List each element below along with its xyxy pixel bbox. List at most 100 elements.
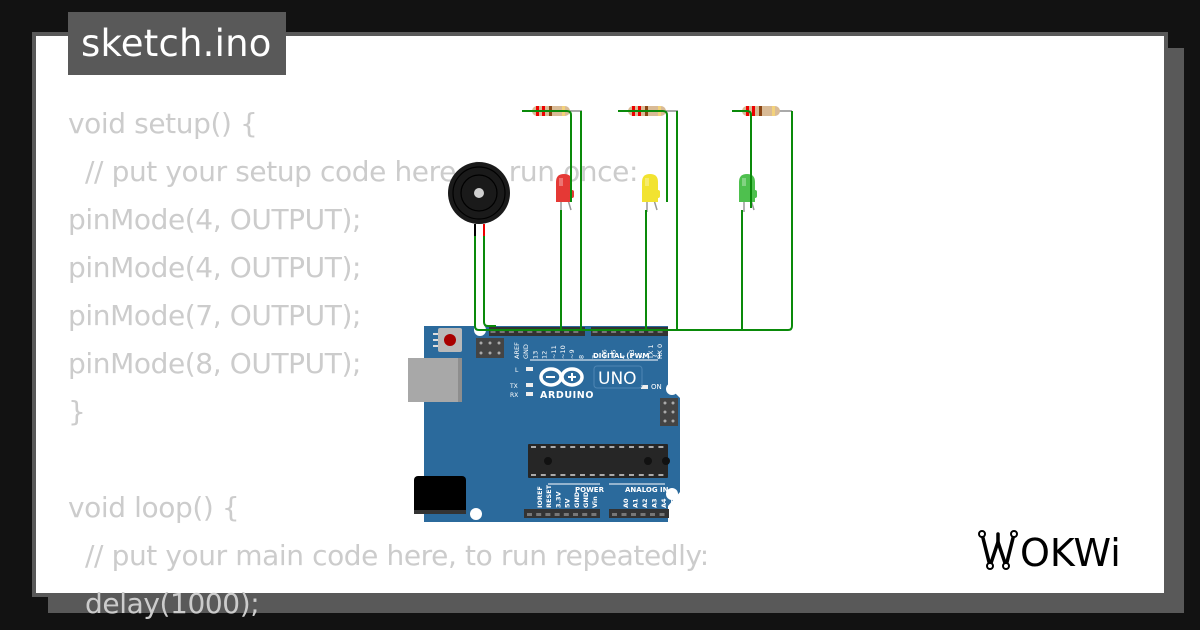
analog-pin-label: A3: [651, 498, 659, 508]
led-rx-label: RX: [510, 392, 518, 399]
pin-socket[interactable]: [582, 513, 588, 516]
icsp-header-right: [660, 398, 678, 426]
digital-pin-label: ~3: [628, 349, 636, 359]
pin-socket[interactable]: [620, 330, 626, 333]
icsp-header-top: [476, 338, 504, 358]
reset-button[interactable]: [433, 328, 462, 352]
wire-yellow-resistor: [618, 110, 668, 202]
mount-hole: [470, 508, 482, 520]
digital-pin-label: RX 0: [656, 344, 664, 359]
code-line[interactable]: void loop() {: [68, 491, 240, 524]
digital-pin-label: ~6: [600, 349, 608, 359]
wire-buzzer-gnd: [474, 236, 585, 331]
code-line[interactable]: // put your setup code here, to run once…: [68, 155, 639, 188]
pin-socket[interactable]: [611, 330, 617, 333]
pin-socket[interactable]: [657, 330, 663, 333]
code-line[interactable]: pinMode(7, OUTPUT);: [68, 299, 362, 332]
power-header: [524, 509, 600, 518]
led-on: [641, 385, 648, 389]
wire-green-resistor: [732, 110, 752, 208]
analog-pin-label: A0: [622, 498, 630, 508]
pin-socket[interactable]: [573, 513, 578, 516]
digital-header-right: [591, 327, 668, 336]
code-card: void setup() { // put your setup code he…: [32, 32, 1168, 620]
power-pin-label: GND: [582, 491, 590, 508]
digital-pin-label: 7: [591, 355, 599, 359]
power-pin-label: GND: [573, 491, 581, 508]
digital-pin-label: AREF: [513, 342, 521, 359]
pin-socket[interactable]: [659, 513, 665, 516]
analog-pin-label: A5: [670, 498, 678, 508]
code-line[interactable]: }: [68, 395, 86, 428]
code-line[interactable]: pinMode(4, OUTPUT);: [68, 203, 362, 236]
pin-socket[interactable]: [563, 513, 569, 516]
wires: [474, 110, 793, 331]
pin-socket[interactable]: [621, 513, 627, 516]
pin-socket[interactable]: [591, 513, 597, 516]
led-l: [526, 367, 533, 371]
pin-socket[interactable]: [518, 330, 524, 333]
pin-socket[interactable]: [640, 513, 646, 516]
led-rx: [526, 392, 533, 396]
piezo-buzzer[interactable]: [448, 162, 510, 236]
led-l-label: L: [515, 367, 519, 374]
analog-label: ANALOG IN: [625, 486, 669, 494]
bottom-pin-sockets: [527, 513, 665, 516]
code-line[interactable]: delay(1000);: [68, 587, 260, 620]
pin-socket[interactable]: [545, 330, 551, 333]
digital-pin-sockets: [490, 330, 663, 333]
pin-socket[interactable]: [536, 513, 542, 516]
power-pin-label: RESET: [545, 484, 553, 508]
led-on-label: ON: [651, 383, 662, 391]
digital-pin-label: 4: [619, 355, 627, 359]
pin-socket[interactable]: [527, 330, 533, 333]
pin-socket[interactable]: [499, 330, 505, 333]
pin-socket[interactable]: [648, 330, 654, 333]
power-label: POWER: [575, 486, 605, 494]
led-tx-label: TX: [509, 383, 518, 390]
digital-pin-label: TX 1: [647, 344, 655, 360]
pin-socket[interactable]: [631, 513, 636, 516]
pin-socket[interactable]: [527, 513, 532, 516]
pin-socket[interactable]: [564, 330, 570, 333]
digital-pin-label: ~5: [610, 349, 618, 359]
led-yellow[interactable]: [642, 174, 660, 212]
power-jack: [414, 476, 466, 514]
pin-socket[interactable]: [536, 330, 542, 333]
analog-pin-label: A4: [660, 498, 668, 508]
atmega-chip: [528, 444, 670, 478]
pin-socket[interactable]: [554, 330, 560, 333]
pin-socket[interactable]: [650, 513, 655, 516]
code-line[interactable]: void setup() {: [68, 107, 258, 140]
digital-pin-label: GND: [522, 344, 530, 359]
digital-pin-label: 12: [541, 351, 549, 359]
digital-pin-label: 2: [638, 355, 646, 359]
pin-socket[interactable]: [490, 330, 496, 333]
pin-socket[interactable]: [601, 330, 607, 333]
mount-hole: [666, 383, 678, 395]
pin-socket[interactable]: [629, 330, 635, 333]
pin-socket[interactable]: [554, 513, 560, 516]
code-line[interactable]: pinMode(8, OUTPUT);: [68, 347, 362, 380]
power-pin-label: 5V: [564, 498, 572, 508]
file-tab[interactable]: sketch.ino: [68, 12, 286, 75]
uno-box: [593, 365, 643, 389]
power-pin-label: Vin: [591, 496, 599, 508]
pin-socket[interactable]: [639, 330, 644, 333]
pin-socket[interactable]: [573, 330, 579, 333]
wokwi-logo-text: OKWi: [1020, 531, 1121, 575]
wokwi-logo[interactable]: OKWi: [976, 526, 1151, 580]
code-line[interactable]: pinMode(4, OUTPUT);: [68, 251, 362, 284]
pin-socket[interactable]: [612, 513, 617, 516]
digital-label: DIGITAL (PWM ~): [593, 352, 661, 360]
pin-socket[interactable]: [545, 513, 551, 516]
wire-buzzer-signal: [483, 236, 496, 327]
code-line[interactable]: // put your main code here, to run repea…: [68, 539, 709, 572]
wokwi-logo-icon: OKWi: [978, 530, 1121, 575]
pin-socket[interactable]: [592, 330, 598, 333]
digital-pin-label: 8: [577, 355, 585, 359]
pin-socket[interactable]: [508, 330, 514, 333]
